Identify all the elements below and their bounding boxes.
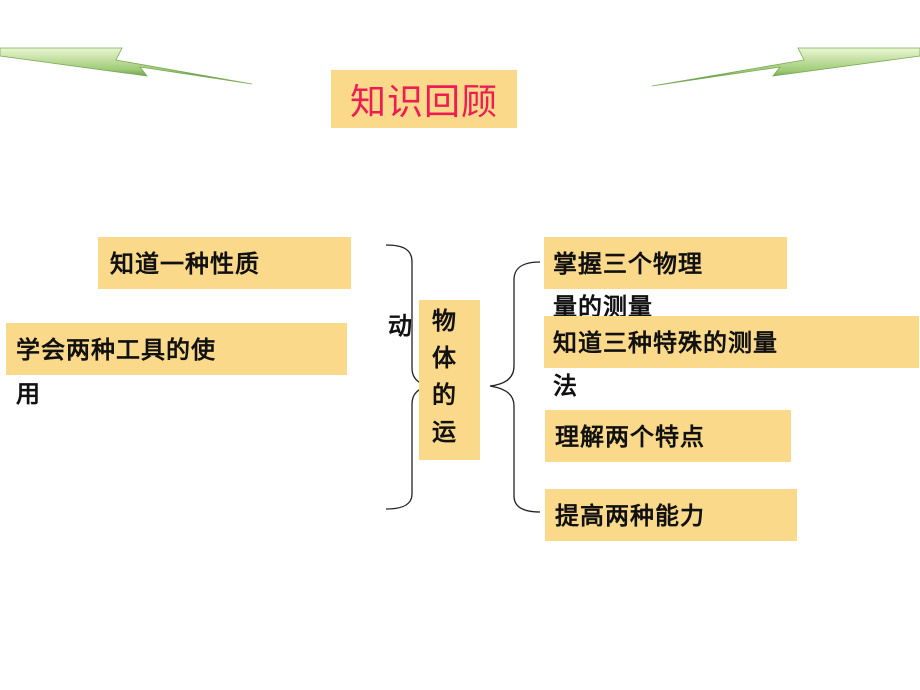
left-item-2-label-line1: 学会两种工具的使	[16, 336, 216, 364]
left-lightning-arrow-icon	[0, 47, 253, 85]
page-title: 知识回顾	[349, 82, 498, 123]
right-item-1-box	[544, 237, 787, 289]
right-item-2-label-line2: 法	[553, 372, 578, 400]
right-item-1-label-line1: 掌握三个物理	[553, 250, 703, 278]
right-item-2-label-line1: 知道三种特殊的测量	[553, 329, 778, 357]
right-lightning-arrow-icon	[651, 47, 920, 87]
center-stray-char: 动	[388, 312, 413, 340]
title-box: 知识回顾	[331, 70, 517, 128]
center-char-4: 运	[432, 418, 456, 446]
right-item-4-label: 提高两种能力	[555, 502, 705, 530]
left-item-1-box	[98, 237, 351, 289]
center-topic-box	[419, 300, 480, 460]
right-item-2-box	[544, 316, 919, 368]
left-item-2-box	[6, 323, 347, 375]
center-char-1: 物	[432, 307, 456, 335]
right-brace	[489, 261, 541, 513]
right-item-3-label: 理解两个特点	[555, 423, 705, 451]
left-item-2-label-line2: 用	[16, 380, 41, 408]
center-char-3: 的	[432, 381, 456, 409]
left-item-1-label: 知道一种性质	[110, 250, 260, 278]
right-item-3-box	[545, 410, 791, 462]
center-char-2: 体	[432, 344, 456, 372]
right-item-4-box	[545, 489, 797, 541]
